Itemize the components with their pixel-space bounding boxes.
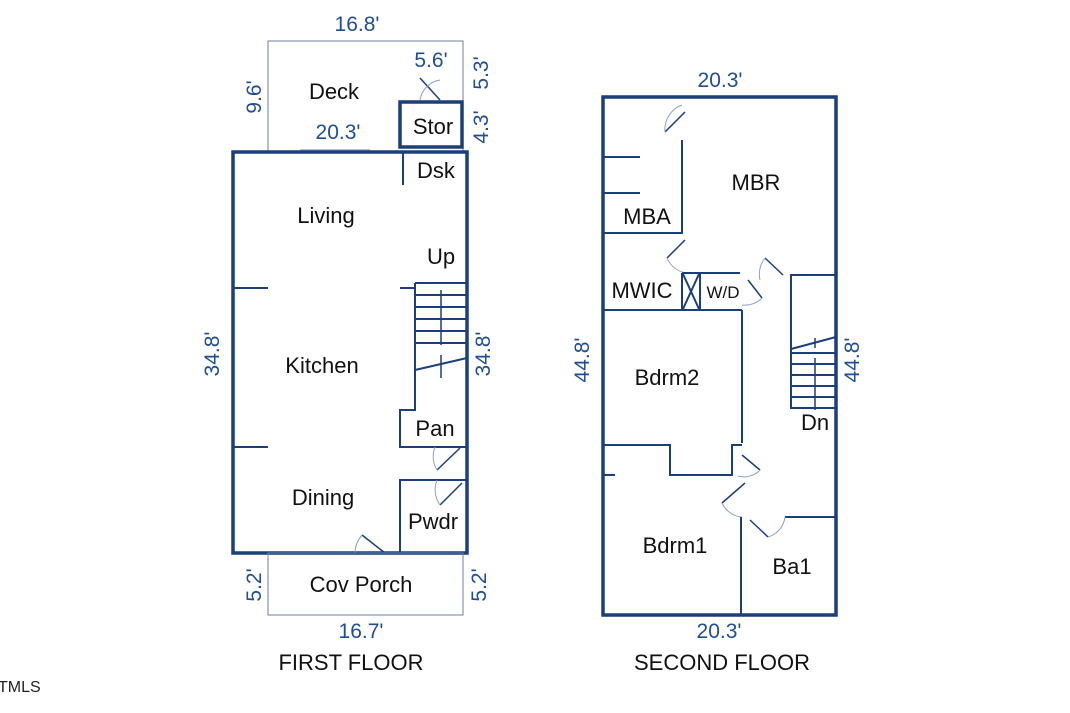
storage-walls <box>398 100 464 149</box>
dim-deck-depth: 9.6' <box>243 80 266 113</box>
room-pwdr: Pwdr <box>408 509 458 534</box>
dim-length-left: 34.8' <box>201 332 224 377</box>
room-dining: Dining <box>292 485 354 510</box>
room-cov-porch: Cov Porch <box>310 572 413 597</box>
dim-width-top: 20.3' <box>316 121 361 144</box>
dim-stor-depth-top: 5.3' <box>470 56 493 89</box>
first-floor-title: FIRST FLOOR <box>278 650 423 675</box>
room-stor: Stor <box>413 114 453 139</box>
porch-outline <box>267 552 464 616</box>
stairs-down <box>790 274 837 410</box>
room-mbr: MBR <box>732 170 781 195</box>
dim-porch-left: 5.2' <box>243 568 266 601</box>
room-pan: Pan <box>415 416 454 441</box>
stairs-up-label: Up <box>427 244 455 269</box>
dim-stor-width: 5.6' <box>414 49 447 72</box>
stairs-down-label: Dn <box>801 410 829 435</box>
room-dsk: Dsk <box>417 158 456 183</box>
stairs-up <box>414 282 468 385</box>
room-bdrm2: Bdrm2 <box>635 365 700 390</box>
room-kitchen: Kitchen <box>285 353 358 378</box>
dim-width-top-2: 20.3' <box>698 69 743 92</box>
first-floor: Deck Stor Dsk Living Up Kitchen Pan Dini… <box>201 13 495 675</box>
dim-porch-right: 5.2' <box>468 568 491 601</box>
room-ba1: Ba1 <box>772 554 811 579</box>
dim-width-bottom-2: 20.3' <box>697 620 742 643</box>
watermark: TMLS <box>0 679 41 696</box>
dim-length-left-2: 44.8' <box>571 338 594 383</box>
second-floor: MBR MBA MWIC W/D Bdrm2 Dn Bdrm1 Ba1 20.3… <box>571 69 864 675</box>
dim-porch-width: 16.7' <box>339 620 384 643</box>
dim-length-right: 34.8' <box>472 332 495 377</box>
dim-deck-width: 16.8' <box>335 13 380 36</box>
room-mwic: MWIC <box>611 278 672 303</box>
second-floor-title: SECOND FLOOR <box>634 650 810 675</box>
room-bdrm1: Bdrm1 <box>643 533 708 558</box>
dim-stor-depth: 4.3' <box>470 110 493 143</box>
room-living: Living <box>297 203 354 228</box>
room-wd: W/D <box>706 283 739 302</box>
dim-length-right-2: 44.8' <box>841 338 864 383</box>
room-deck: Deck <box>309 79 360 104</box>
second-floor-walls <box>601 95 838 617</box>
room-mba: MBA <box>623 204 671 229</box>
